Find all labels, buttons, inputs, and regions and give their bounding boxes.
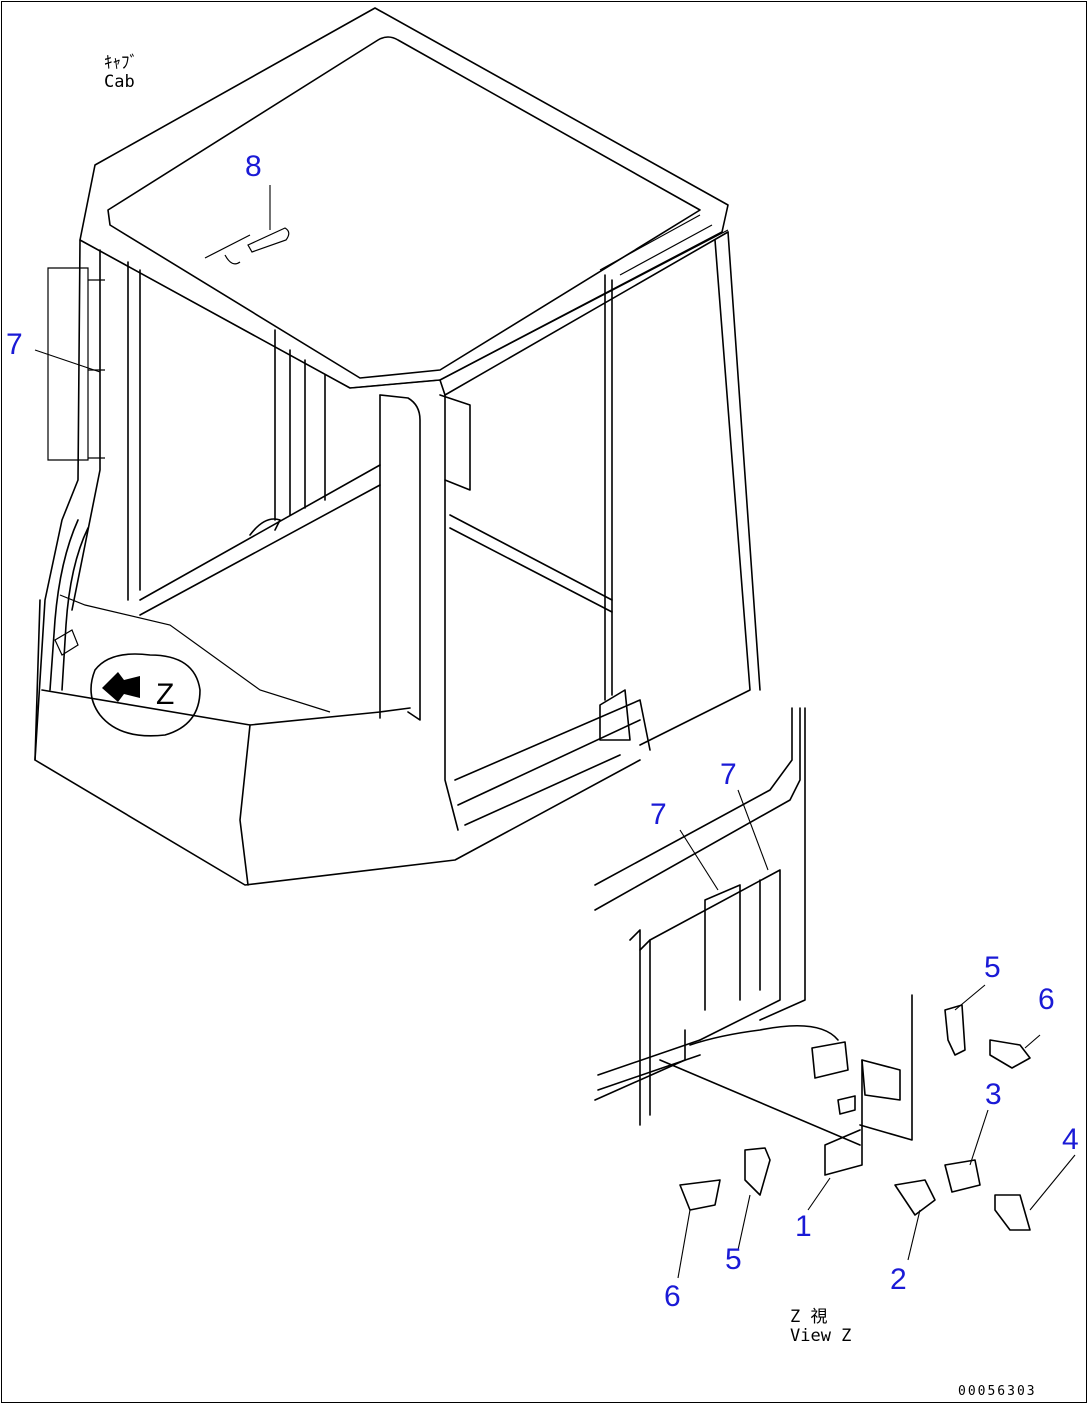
callout-8: 8: [245, 150, 262, 183]
view-caption: Z 視 View Z: [790, 1308, 851, 1345]
view-caption-en: View Z: [790, 1325, 852, 1346]
callout-7-left: 7: [6, 328, 23, 361]
callout-6-top: 6: [1038, 983, 1055, 1016]
z-view-marker: Z: [156, 678, 175, 711]
view-z-drawing: [34, 185, 1076, 1279]
cab-drawing: [34, 7, 761, 886]
callout-2: 2: [890, 1263, 907, 1296]
drawing-code: 00056303: [958, 1384, 1037, 1399]
callout-5-top: 5: [984, 951, 1001, 984]
callout-1: 1: [795, 1210, 812, 1243]
callout-5-bottom: 5: [725, 1243, 742, 1276]
callout-3: 3: [985, 1078, 1002, 1111]
cab-caption: ｷｬﾌﾞ Cab: [104, 54, 138, 91]
callout-4: 4: [1062, 1123, 1079, 1156]
view-caption-jp: Z 視: [790, 1307, 828, 1327]
cab-caption-jp: ｷｬﾌﾞ: [104, 53, 138, 73]
callout-6-bottom: 6: [664, 1280, 681, 1313]
callout-7-mid: 7: [650, 798, 667, 831]
cab-caption-en: Cab: [104, 71, 135, 92]
callout-7-right: 7: [720, 758, 737, 791]
